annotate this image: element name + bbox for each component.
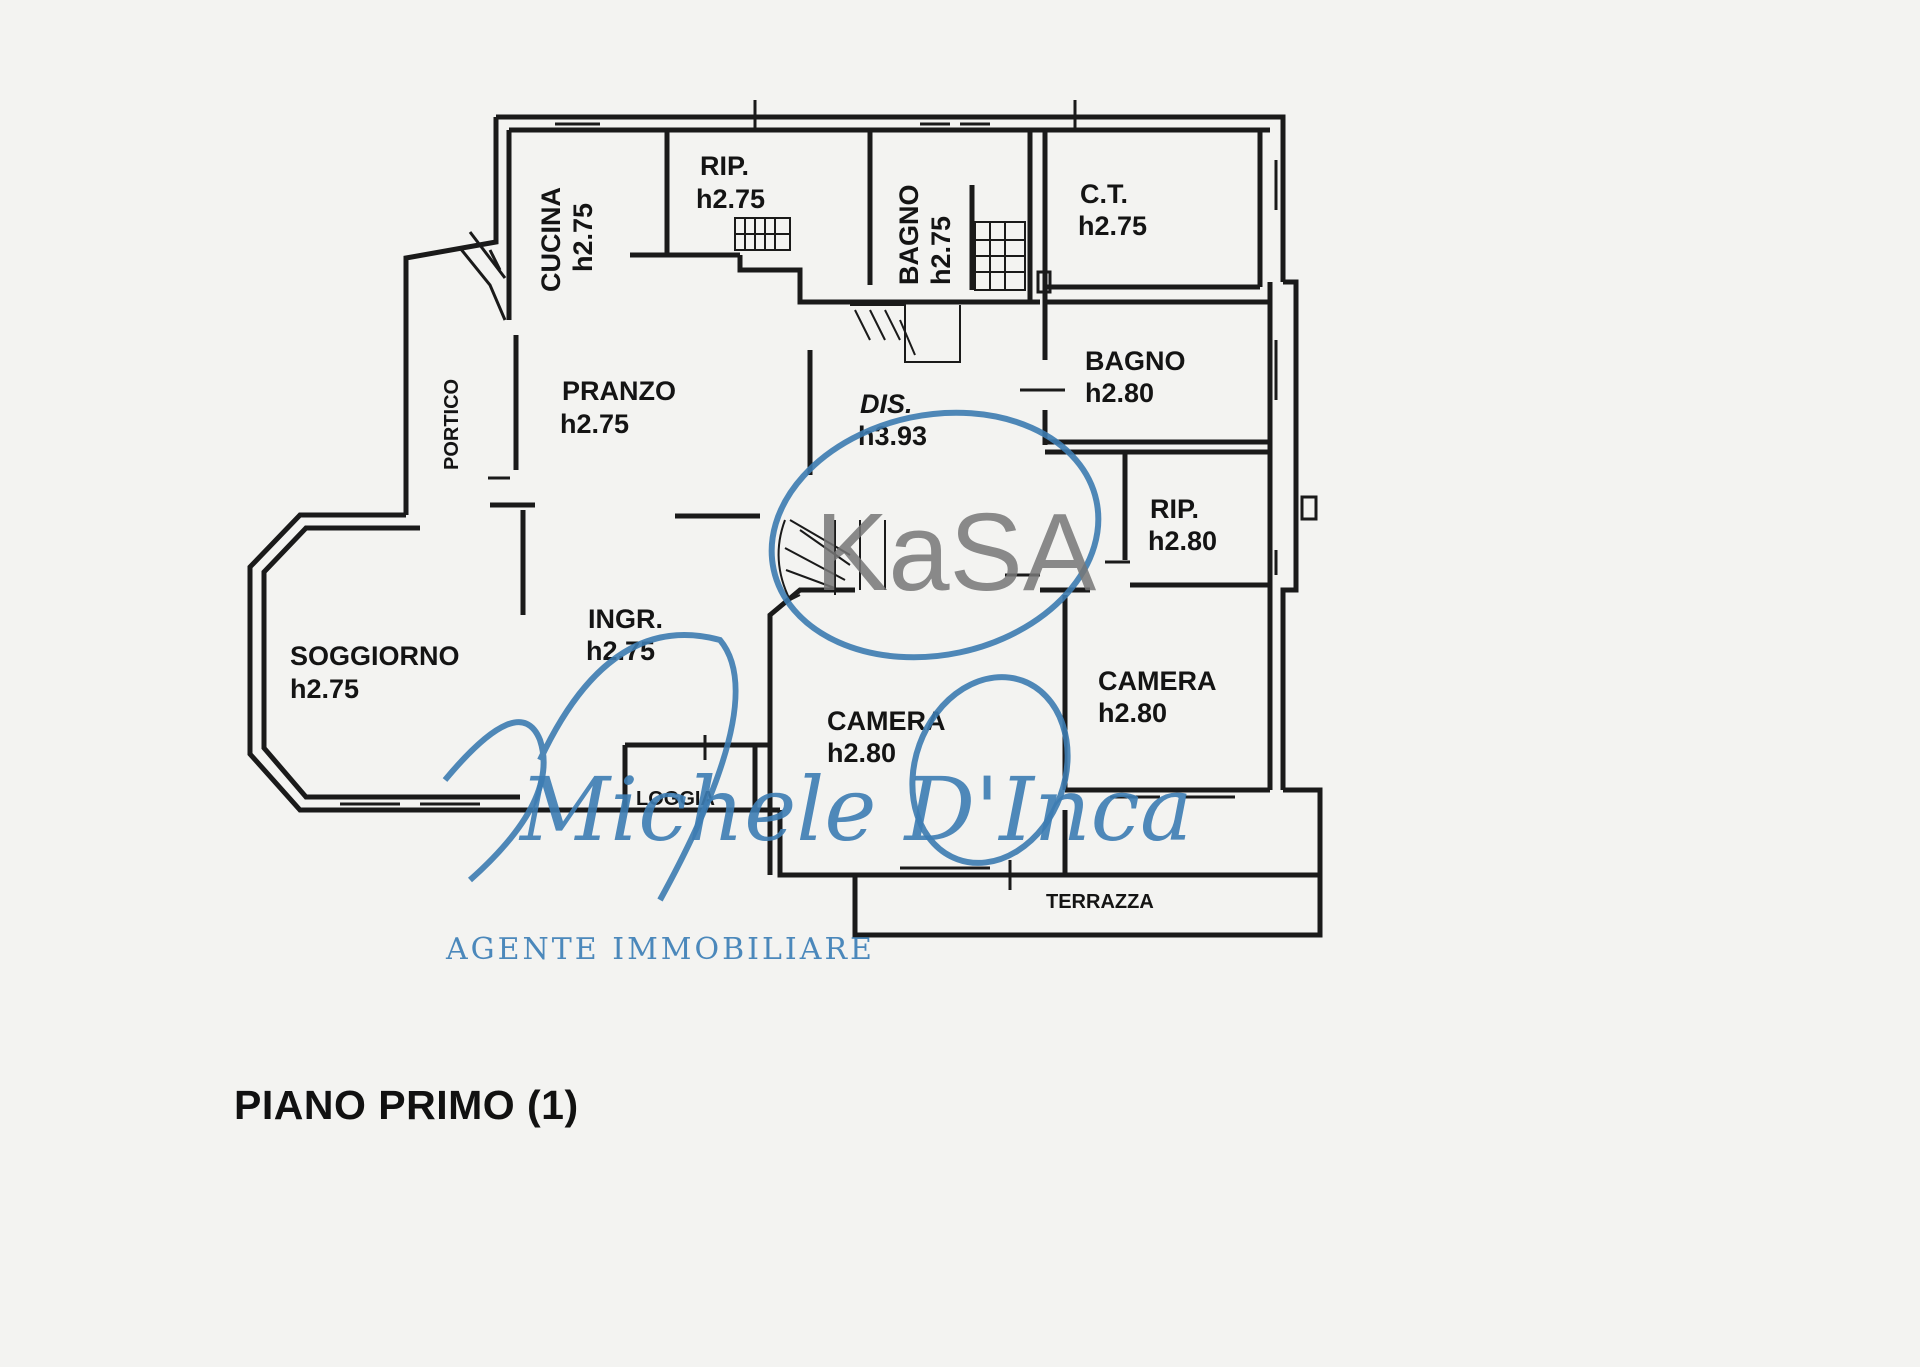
room-cucina: CUCINA h2.75 [536,187,598,292]
room-soggiorno-name: SOGGIORNO [290,641,460,671]
room-camera2-name: CAMERA [1098,666,1217,696]
watermark-kasa-text: KaSA [815,491,1097,614]
room-dis-name: DIS. [860,389,913,419]
room-camera1-height: h2.80 [827,738,896,768]
outer-walls [247,114,1323,938]
room-loggia-name: LOGGIA [636,788,715,810]
floor-title: PIANO PRIMO (1) [234,1082,579,1128]
watermark-tagline: AGENTE IMMOBILIARE [446,932,875,967]
room-cucina-name: CUCINA [536,187,566,292]
room-bagno2-height: h2.80 [1085,378,1154,408]
room-portico-name: PORTICO [441,379,463,470]
room-labels: CUCINA h2.75 RIP. h2.75 BAGNO h2.75 C.T.… [290,151,1217,913]
room-cucina-height: h2.75 [568,203,598,272]
room-bagno2-name: BAGNO [1085,346,1186,376]
room-rip2-name: RIP. [1150,494,1199,524]
room-ct-height: h2.75 [1078,211,1147,241]
room-rip1-name: RIP. [700,151,749,181]
room-pranzo-height: h2.75 [560,409,629,439]
room-terrazza-name: TERRAZZA [1046,891,1154,913]
room-ingr-name: INGR. [588,604,663,634]
room-bagno1-height: h2.75 [926,216,956,285]
watermark-script-name: Michele D'Inca [518,758,1192,861]
room-soggiorno-height: h2.75 [290,674,359,704]
interior-walls [340,100,1318,890]
room-rip2-height: h2.80 [1148,526,1217,556]
room-ct-name: C.T. [1080,179,1128,209]
room-dis-height: h3.93 [858,421,927,451]
room-bagno1: BAGNO h2.75 [894,185,956,286]
room-camera2-height: h2.80 [1098,698,1167,728]
room-pranzo-name: PRANZO [562,376,676,406]
room-rip1-height: h2.75 [696,184,765,214]
watermark-logo: KaSA Michele D'Inca [442,409,1192,902]
room-bagno1-name: BAGNO [894,185,924,286]
